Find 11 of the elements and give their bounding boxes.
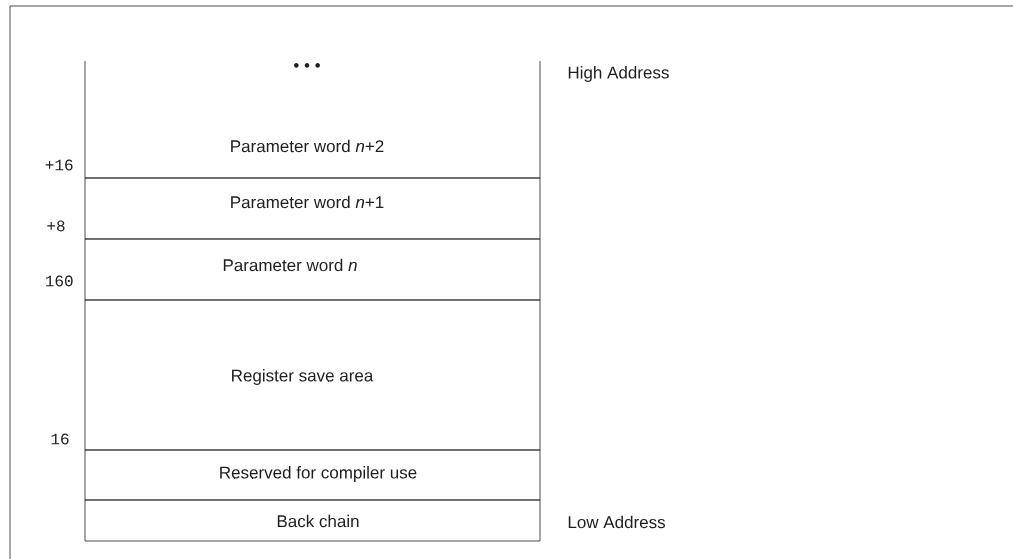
stack-cell: Reserved for compiler use bbox=[84, 449, 541, 501]
address-label: High Address bbox=[568, 66, 669, 82]
address-label: Low Address bbox=[568, 515, 666, 529]
offset-label: +8 bbox=[47, 220, 65, 232]
stack-cell: Parameter word n+1 bbox=[84, 177, 541, 240]
stack-cell: Parameter word n bbox=[84, 238, 541, 301]
stack-cell: Back chain bbox=[84, 499, 541, 542]
offset-label: 160 bbox=[45, 275, 73, 287]
offset-label: 16 bbox=[51, 433, 69, 445]
stack-cell: Register save area bbox=[84, 299, 541, 451]
offset-label: +16 bbox=[45, 159, 73, 171]
